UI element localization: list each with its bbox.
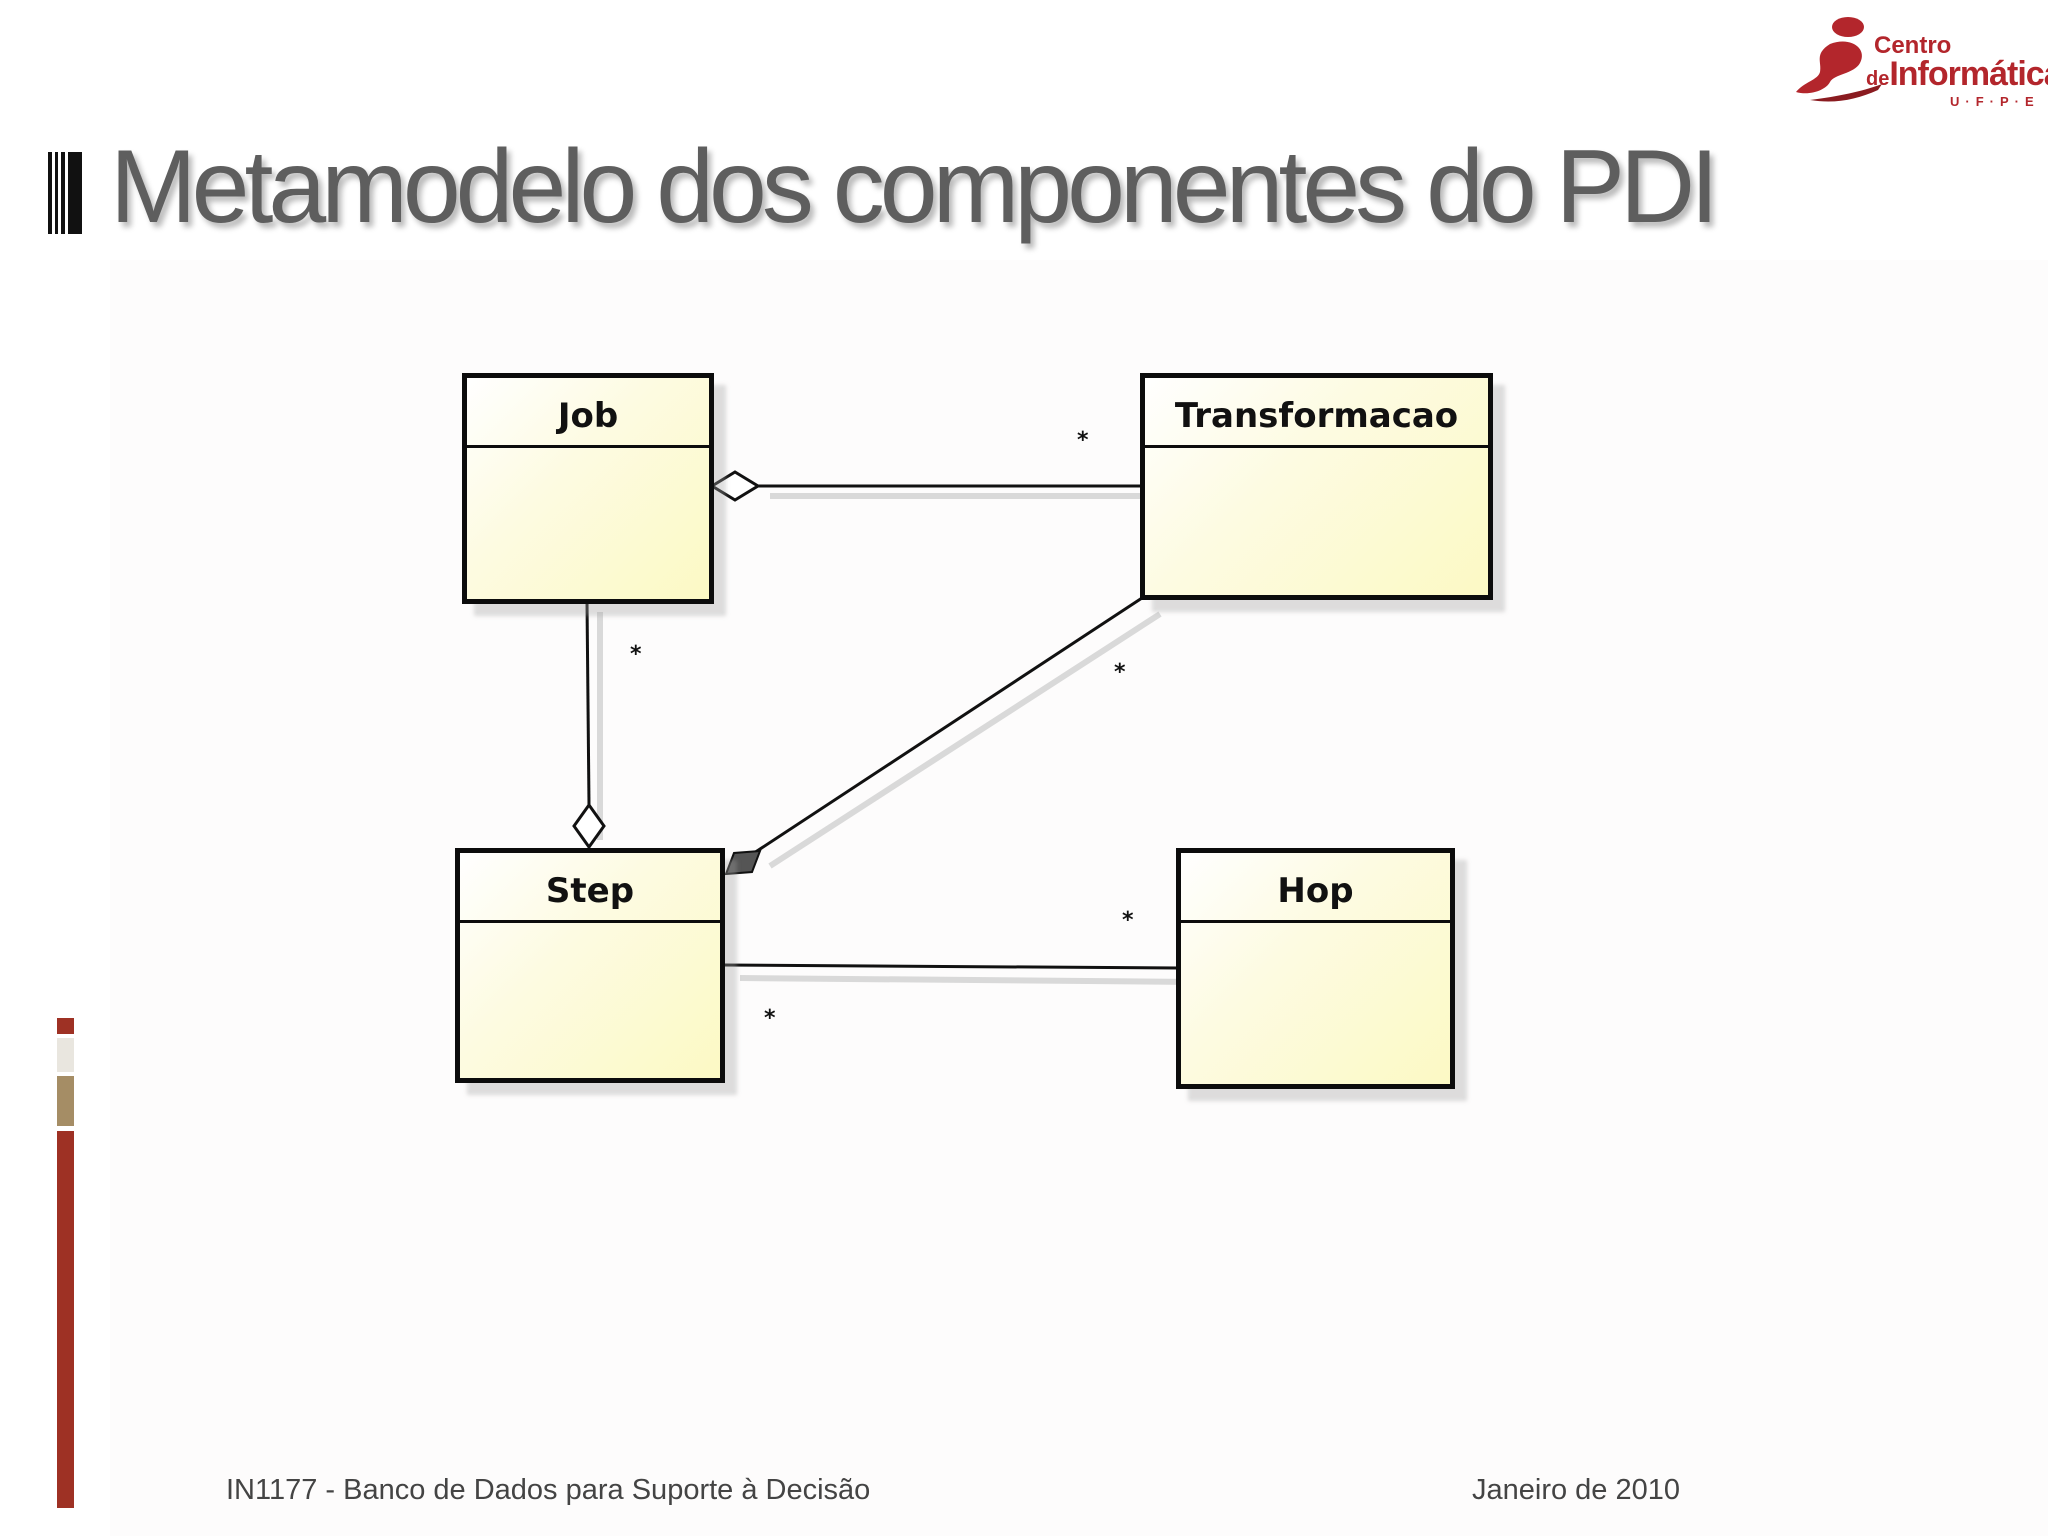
class-job-name: Job	[467, 378, 709, 448]
centro-informatica-logo: Centro deInformática U·F·P·E	[1790, 8, 2048, 118]
logo-text-centro: Centro	[1874, 32, 1952, 59]
side-accent-red-top	[57, 1018, 74, 1034]
logo-text-de: de	[1866, 68, 1890, 90]
logo-text-informatica: deInformática	[1866, 55, 2048, 94]
multiplicity-transformacao-step: *	[1114, 660, 1126, 685]
multiplicity-job-step: *	[630, 642, 642, 667]
title-marker-icon	[48, 152, 82, 234]
class-step-name: Step	[460, 853, 720, 923]
composition-diamond-transformacao-step	[724, 849, 762, 876]
association-job-step	[585, 601, 591, 806]
side-accent-red	[57, 1131, 74, 1508]
multiplicity-step-hop-hop-end: *	[1122, 908, 1134, 933]
class-hop-name: Hop	[1181, 853, 1450, 923]
logo-text-informatica-word: Informática	[1889, 55, 2048, 93]
aggregation-diamond-job-transformacao	[709, 470, 761, 502]
association-transformacao-step	[753, 596, 1143, 855]
slide-background	[110, 260, 2048, 1536]
logo-subtitle: U·F·P·E	[1950, 94, 2040, 109]
multiplicity-job-transformacao: *	[1077, 428, 1089, 453]
slide-title: Metamodelo dos componentes do PDI	[110, 129, 1719, 245]
class-transformacao-name: Transformacao	[1145, 378, 1488, 448]
footer-date: Janeiro de 2010	[1472, 1474, 1680, 1506]
multiplicity-step-hop-step-end: *	[764, 1006, 776, 1031]
association-step-hop	[722, 963, 1179, 970]
class-job[interactable]: Job	[462, 373, 714, 604]
class-transformacao[interactable]: Transformacao	[1140, 373, 1493, 600]
side-accent-tan	[57, 1076, 74, 1126]
footer-course: IN1177 - Banco de Dados para Suporte à D…	[226, 1474, 871, 1506]
aggregation-diamond-job-step	[572, 802, 606, 850]
logo-mark-icon	[1796, 17, 1882, 102]
class-hop[interactable]: Hop	[1176, 848, 1455, 1089]
class-step[interactable]: Step	[455, 848, 725, 1083]
side-accent-light	[57, 1038, 74, 1072]
